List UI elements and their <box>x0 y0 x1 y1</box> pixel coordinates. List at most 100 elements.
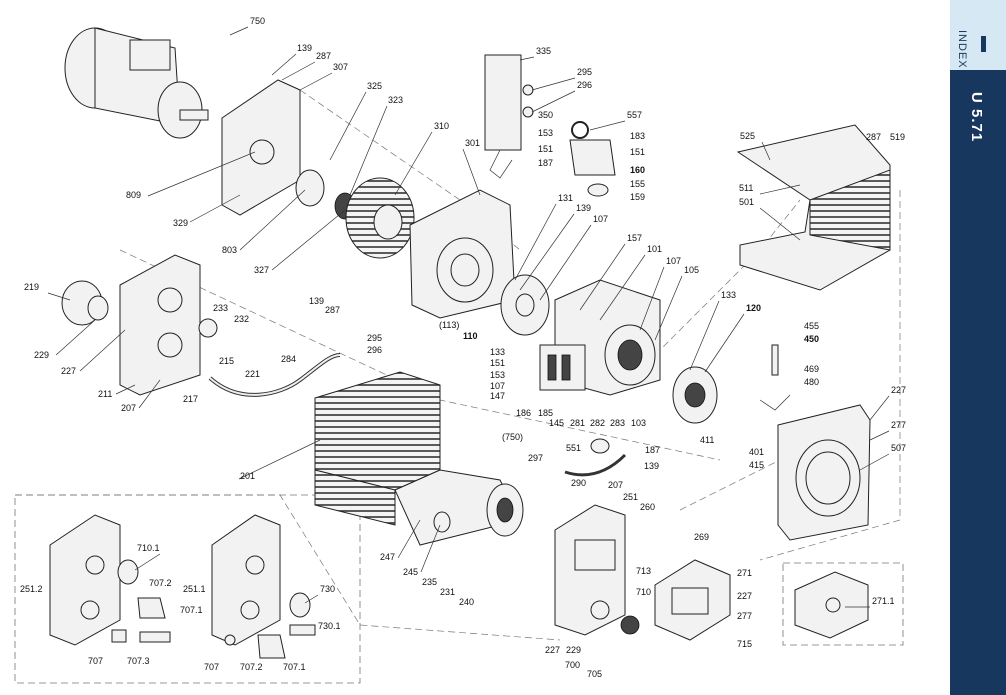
part-label: 227 <box>737 591 752 601</box>
part-label: 507 <box>891 443 906 453</box>
terminal-cover-part <box>654 559 731 641</box>
hood-cover-part <box>736 124 891 291</box>
part-label: 297 <box>528 453 543 463</box>
part-label: 296 <box>577 80 592 90</box>
part-label: 284 <box>281 354 296 364</box>
part-label: 287 <box>325 305 340 315</box>
part-number-labels: 7501392873073253238093298033273103013352… <box>20 16 906 679</box>
variant-detail-box-right <box>782 562 904 646</box>
fan-wheel-part <box>345 177 415 259</box>
part-label: 107 <box>490 381 505 391</box>
part-label: 469 <box>804 364 819 374</box>
part-label: 153 <box>490 370 505 380</box>
part-label: 710.1 <box>137 543 160 553</box>
part-label: 480 <box>804 377 819 387</box>
part-label: 511 <box>739 183 753 193</box>
part-label: 277 <box>891 420 906 430</box>
part-label: 455 <box>804 321 819 331</box>
part-label: 227 <box>891 385 906 395</box>
part-label: 157 <box>627 233 642 243</box>
part-label: 147 <box>490 391 505 401</box>
part-label: 153 <box>538 128 553 138</box>
part-label: 415 <box>749 460 764 470</box>
part-label: 245 <box>403 567 418 577</box>
part-label: 107 <box>593 214 608 224</box>
part-label: 730 <box>320 584 335 594</box>
housing-cover-part <box>409 189 516 319</box>
part-label: 201 <box>240 471 255 481</box>
part-label: 519 <box>890 132 905 142</box>
part-label: 269 <box>694 532 709 542</box>
part-label: 310 <box>434 121 449 131</box>
part-label: 277 <box>737 611 752 621</box>
part-label: 271.1 <box>872 596 895 606</box>
part-label: 260 <box>640 502 655 512</box>
index-marker-icon <box>981 36 986 52</box>
part-label: 750 <box>250 16 265 26</box>
part-label: 131 <box>558 193 573 203</box>
part-label: 219 <box>24 282 39 292</box>
part-label: 327 <box>254 265 269 275</box>
part-label: 323 <box>388 95 403 105</box>
part-label: 707 <box>204 662 219 672</box>
variant-detail-box <box>14 494 361 684</box>
part-label: 227 <box>545 645 560 655</box>
part-label: 139 <box>644 461 659 471</box>
part-label: 251.2 <box>20 584 43 594</box>
part-label: 283 <box>610 418 625 428</box>
part-label: 231 <box>440 587 455 597</box>
part-label: 151 <box>630 147 645 157</box>
sensor-part <box>759 344 791 411</box>
part-label: 227 <box>61 366 76 376</box>
part-label: 151 <box>490 358 505 368</box>
part-label: 251 <box>623 492 638 502</box>
fitting-part <box>564 438 627 477</box>
part-label: 229 <box>34 350 49 360</box>
terminal-box-part <box>554 504 640 636</box>
index-label: INDEX <box>956 30 968 69</box>
part-label: 325 <box>367 81 382 91</box>
part-label: 705 <box>587 669 602 679</box>
part-label: 240 <box>459 597 474 607</box>
part-label: 185 <box>538 408 553 418</box>
part-label: 155 <box>630 179 645 189</box>
part-label: 215 <box>219 356 234 366</box>
part-label: 207 <box>608 480 623 490</box>
part-label: 247 <box>380 552 395 562</box>
part-label: 730.1 <box>318 621 341 631</box>
fan-cover-part <box>777 404 871 541</box>
part-label: 151 <box>538 144 553 154</box>
part-label: 251.1 <box>183 584 206 594</box>
part-label: 707 <box>88 656 103 666</box>
part-label: 707.1 <box>180 605 203 615</box>
part-label: 232 <box>234 314 249 324</box>
exploded-parts-diagram: 7501392873073253238093298033273103013352… <box>14 16 906 684</box>
part-label: 803 <box>222 245 237 255</box>
part-label: 401 <box>749 447 764 457</box>
part-label: 301 <box>465 138 480 148</box>
part-label: 159 <box>630 192 645 202</box>
part-label: 411 <box>700 435 714 445</box>
part-label: 235 <box>422 577 437 587</box>
part-label: 307 <box>333 62 348 72</box>
end-flange-part <box>672 366 718 424</box>
relief-valve-part <box>569 121 616 197</box>
part-label: 133 <box>490 347 505 357</box>
part-label: 103 <box>631 418 646 428</box>
index-tab[interactable]: INDEX <box>950 0 1006 70</box>
part-label: 281 <box>570 418 585 428</box>
part-label: 139 <box>309 296 324 306</box>
part-label: 295 <box>577 67 592 77</box>
rotor-vanes-part <box>539 344 586 391</box>
end-plate-part <box>500 274 550 336</box>
sidebar: INDEX U 5.71 <box>950 0 1006 695</box>
part-label: 183 <box>630 131 645 141</box>
valve-block-part <box>484 54 534 179</box>
part-label: 329 <box>173 218 188 228</box>
part-label: 551 <box>566 443 581 453</box>
part-label: 707.3 <box>127 656 150 666</box>
part-label: 160 <box>630 165 645 175</box>
part-label: 350 <box>538 110 553 120</box>
part-label: 707.1 <box>283 662 306 672</box>
part-label: 139 <box>576 203 591 213</box>
